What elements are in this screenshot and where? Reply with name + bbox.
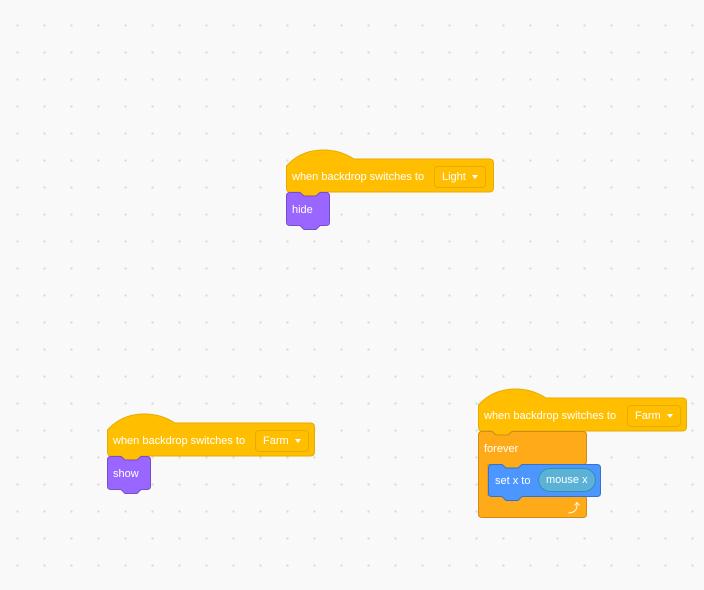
hat-block-label: when backdrop switches to: [292, 171, 425, 183]
backdrop-dropdown[interactable]: Farm: [255, 430, 309, 452]
dropdown-arrow-icon: [471, 175, 478, 179]
show-block[interactable]: show: [107, 456, 151, 496]
backdrop-dropdown[interactable]: Light: [434, 166, 486, 188]
hide-block-label: hide: [292, 204, 313, 216]
backdrop-dropdown-value: Farm: [263, 435, 289, 447]
dropdown-arrow-icon: [666, 414, 673, 418]
when-backdrop-switches-hat-block[interactable]: when backdrop switches to Farm: [107, 413, 315, 461]
hide-block[interactable]: hide: [286, 192, 330, 232]
backdrop-dropdown-value: Light: [442, 171, 466, 183]
backdrop-dropdown[interactable]: Farm: [627, 405, 681, 427]
stack-block-shape: [286, 192, 330, 230]
hat-block-label: when backdrop switches to: [113, 435, 246, 447]
show-block-label: show: [113, 468, 139, 480]
dropdown-arrow-icon: [294, 439, 301, 443]
loop-arrow-icon: ⤴: [568, 501, 581, 515]
set-x-to-label: set x to: [495, 475, 531, 487]
backdrop-dropdown-value: Farm: [635, 410, 661, 422]
when-backdrop-switches-hat-block[interactable]: when backdrop switches to Farm: [478, 388, 687, 436]
forever-block-label: forever: [484, 443, 519, 455]
mouse-x-reporter[interactable]: mouse x: [538, 468, 596, 492]
stack-block-shape: [107, 456, 151, 494]
when-backdrop-switches-hat-block[interactable]: when backdrop switches to Light: [286, 149, 494, 197]
set-x-to-block[interactable]: set x to mouse x: [488, 464, 602, 504]
hat-block-label: when backdrop switches to: [484, 410, 617, 422]
mouse-x-reporter-label: mouse x: [546, 474, 588, 486]
